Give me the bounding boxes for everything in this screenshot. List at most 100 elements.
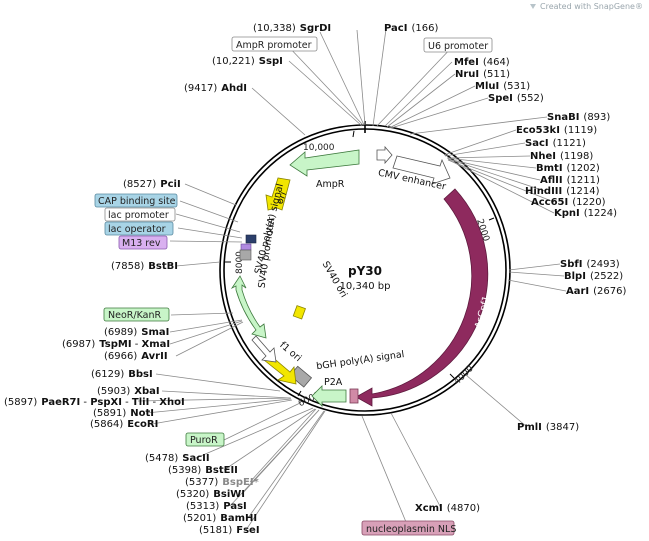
svg-text:(5864)EcoRI: (5864)EcoRI [90, 419, 158, 430]
feature-m13-mark[interactable] [240, 243, 252, 251]
svg-text:NheI(1198): NheI(1198) [530, 151, 593, 162]
svg-text:(5398)BstEII: (5398)BstEII [168, 465, 238, 476]
svg-text:lac operator: lac operator [108, 224, 166, 235]
svg-text:(7858)BstBI: (7858)BstBI [111, 261, 178, 272]
site-paer7i-pspxi-tlii-xhoi[interactable]: (5897)PaeR7I - PspXI - TliI - XhoI [4, 397, 185, 408]
svg-text:(5313)PasI: (5313)PasI [186, 501, 247, 512]
site-ecori[interactable]: (5864)EcoRI [90, 419, 158, 430]
feature-gray-box-left[interactable] [239, 249, 252, 261]
site-aflii[interactable]: AflII(1211) [540, 175, 600, 186]
svg-text:AflII(1211): AflII(1211) [540, 175, 600, 186]
feature-lac-marks[interactable] [245, 234, 257, 244]
box-puror[interactable]: PuroR [185, 432, 225, 447]
svg-text:(5478)SacII: (5478)SacII [145, 453, 210, 464]
svg-text:(5320)BsiWI: (5320)BsiWI [176, 489, 245, 500]
site-bstbi[interactable]: (7858)BstBI [111, 261, 178, 272]
svg-text:SnaBI(893): SnaBI(893) [547, 112, 610, 123]
box-ampr-promoter[interactable]: AmpR promoter [231, 36, 318, 52]
svg-text:SbfI(2493): SbfI(2493) [560, 259, 620, 270]
site-noti[interactable]: (5891)NotI [93, 408, 154, 419]
box-lac-operator[interactable]: lac operator [104, 221, 174, 236]
site-smai[interactable]: (6989)SmaI [104, 327, 169, 338]
site-bsteii[interactable]: (5398)BstEII [168, 465, 238, 476]
snapgene-logo-icon [530, 4, 536, 9]
site-paci[interactable]: PacI(166) [384, 23, 438, 34]
feature-u6-arrow[interactable] [376, 145, 393, 165]
svg-text:M13 rev: M13 rev [122, 238, 161, 249]
site-aari[interactable]: AarI(2676) [566, 286, 626, 297]
site-pmli[interactable]: PmlI(3847) [517, 422, 579, 433]
site-fsei[interactable]: (5181)FseI [199, 525, 260, 536]
site-snabi[interactable]: SnaBI(893) [547, 112, 610, 123]
feature-f1ori-label: f1 ori [277, 340, 303, 364]
site-spei[interactable]: SpeI(552) [488, 93, 544, 104]
site-eco53ki[interactable]: Eco53kI(1119) [516, 125, 597, 136]
feature-cmv-arrow[interactable] [392, 155, 451, 185]
svg-text:(9417)AhdI: (9417)AhdI [184, 83, 247, 94]
feature-neor-arrow[interactable] [230, 275, 267, 339]
svg-text:HindIII(1214): HindIII(1214) [525, 186, 600, 197]
site-bbsi[interactable]: (6129)BbsI [91, 369, 153, 380]
feature-p2a-label: P2A [324, 377, 343, 388]
svg-text:U6 promoter: U6 promoter [428, 41, 488, 52]
feature-sv40ori-box[interactable] [292, 305, 306, 320]
site-kpni[interactable]: KpnI(1224) [554, 208, 617, 219]
box-neor-kanr[interactable]: NeoR/KanR [103, 307, 170, 322]
svg-text:(5891)NotI: (5891)NotI [93, 408, 154, 419]
site-sspi[interactable]: (10,221)SspI [212, 56, 283, 67]
site-sgrdi[interactable]: (10,338)SgrDI [253, 23, 331, 34]
svg-text:SacI(1121): SacI(1121) [525, 138, 586, 149]
feature-ascpf1-arrow[interactable] [355, 188, 489, 407]
svg-text:PmlI(3847): PmlI(3847) [517, 422, 579, 433]
site-mlui[interactable]: MluI(531) [475, 81, 530, 92]
site-sacii[interactable]: (5478)SacII [145, 453, 210, 464]
site-hindiii[interactable]: HindIII(1214) [525, 186, 600, 197]
site-avrii[interactable]: (6966)AvrII [104, 351, 168, 362]
site-xcmi[interactable]: XcmI(4870) [415, 503, 480, 514]
svg-text:(5903)XbaI: (5903)XbaI [97, 386, 160, 397]
site-pasi[interactable]: (5313)PasI [186, 501, 247, 512]
svg-text:(6987)TspMI - XmaI: (6987)TspMI - XmaI [62, 339, 170, 350]
feature-f1ori-arrow[interactable] [251, 335, 277, 363]
svg-text:AmpR promoter: AmpR promoter [236, 40, 312, 51]
site-nrui[interactable]: NruI(511) [455, 69, 510, 80]
box-m13-rev[interactable]: M13 rev [118, 235, 168, 250]
site-acc65i[interactable]: Acc65I(1220) [531, 197, 606, 208]
leader-lines [137, 28, 567, 531]
feature-p2a-box[interactable] [349, 388, 359, 404]
box-cap-binding-site[interactable]: CAP binding site [94, 193, 178, 208]
box-lac-promoter[interactable]: lac promoter [104, 207, 176, 222]
site-mfei[interactable]: MfeI(464) [454, 57, 510, 68]
feature-ampr-arrow[interactable] [289, 149, 360, 177]
feature-ori-top-arrow[interactable] [265, 177, 291, 211]
svg-text:(10,221)SspI: (10,221)SspI [212, 56, 283, 67]
box-u6-promoter[interactable]: U6 promoter [423, 37, 493, 53]
site-nhei[interactable]: NheI(1198) [530, 151, 593, 162]
site-ahdi[interactable]: (9417)AhdI [184, 83, 247, 94]
site-bamhi[interactable]: (5201)BamHI [183, 513, 257, 524]
svg-text:(6129)BbsI: (6129)BbsI [91, 369, 153, 380]
site-bspei[interactable]: (5377)BspEI* [185, 477, 260, 488]
svg-text:(5377)BspEI*: (5377)BspEI* [185, 477, 260, 488]
site-bsiwi[interactable]: (5320)BsiWI [176, 489, 245, 500]
site-pcii[interactable]: (8527)PciI [123, 179, 181, 190]
svg-text:CAP binding site: CAP binding site [98, 196, 176, 207]
svg-text:SpeI(552): SpeI(552) [488, 93, 544, 104]
svg-text:(5897)PaeR7I - PspXI - TliI -: (5897)PaeR7I - PspXI - TliI - XhoI [4, 397, 185, 408]
site-bmti[interactable]: BmtI(1202) [536, 163, 600, 174]
svg-text:(10,338)SgrDI: (10,338)SgrDI [253, 23, 331, 34]
feature-ori-bottom-arrow[interactable] [263, 354, 297, 385]
plasmid-name: pY30 [348, 264, 382, 278]
site-blpi[interactable]: BlpI(2522) [564, 271, 623, 282]
box-nucleoplasmin-nls[interactable]: nucleoplasmin NLS [361, 520, 456, 536]
feature-puror-arrow[interactable] [311, 385, 347, 407]
svg-text:NruI(511): NruI(511) [455, 69, 510, 80]
site-saci[interactable]: SacI(1121) [525, 138, 586, 149]
site-tspmi-xmai[interactable]: (6987)TspMI - XmaI [62, 339, 170, 350]
site-sbfi[interactable]: SbfI(2493) [560, 259, 620, 270]
svg-text:PuroR: PuroR [190, 435, 218, 446]
svg-text:MfeI(464): MfeI(464) [454, 57, 510, 68]
site-xbai[interactable]: (5903)XbaI [97, 386, 160, 397]
svg-text:(8527)PciI: (8527)PciI [123, 179, 181, 190]
feature-bgh-label: bGH poly(A) signal [316, 349, 405, 372]
